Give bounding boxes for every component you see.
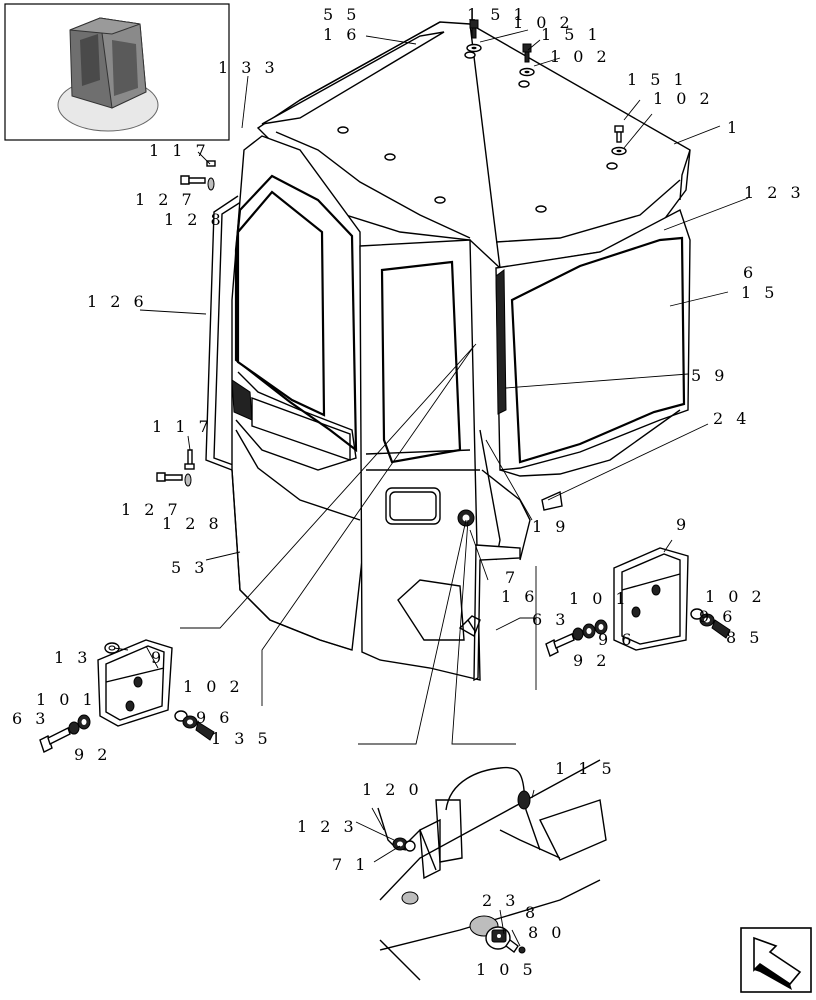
callout-label-c85: 8 5 [726,628,763,647]
callout-label-c127a: 1 2 7 [135,190,196,209]
callout-label-c96c: 9 6 [196,708,233,727]
callout-label-c1: 1 [727,118,741,137]
callout-label-c8: 8 [525,903,539,922]
bracket-left [39,639,215,753]
callout-label-c13: 1 3 [54,648,91,667]
callout-label-c128b: 1 2 8 [162,514,223,533]
bolt-group-upper [180,160,216,191]
callout-label-c9a: 9 [676,515,690,534]
callout-label-c102a: 1 0 2 [513,13,574,32]
callout-label-c151b: 1 5 1 [541,25,602,44]
callout-label-c123a: 1 2 3 [744,183,805,202]
callout-label-c133: 1 3 3 [218,58,279,77]
roof-bolt-heads [337,51,618,213]
callout-label-c6: 6 [743,263,757,282]
return-arrow-icon[interactable] [740,927,812,993]
callout-label-c23: 2 3 [482,891,519,910]
callout-label-c117b: 1 1 7 [152,417,213,436]
callout-label-c16b: 1 6 [501,587,538,606]
callout-label-c128a: 1 2 8 [164,210,225,229]
callout-label-c19: 1 9 [532,517,569,536]
callout-label-c102e: 1 0 2 [183,677,244,696]
callout-label-c53: 5 3 [171,558,208,577]
callout-label-c102b: 1 0 2 [550,47,611,66]
callout-label-c15: 1 5 [741,283,778,302]
roof-bolts [466,19,627,156]
callout-label-c55: 5 5 [323,5,360,24]
callout-label-c126: 1 2 6 [87,292,148,311]
callout-label-c102c: 1 0 2 [653,89,714,108]
callout-label-c151a: 1 5 1 [467,5,528,24]
callout-label-c123b: 1 2 3 [297,817,358,836]
callout-label-c101a: 1 0 1 [569,589,630,608]
pointer-lines [180,343,537,745]
callout-label-c96b: 9 6 [598,630,635,649]
callout-label-c71: 7 1 [332,855,369,874]
callout-label-c7: 7 [505,568,519,587]
callout-label-c105: 1 0 5 [476,960,537,979]
callout-label-c92a: 9 2 [573,651,610,670]
callout-label-c92b: 9 2 [74,745,111,764]
callout-label-c151c: 1 5 1 [627,70,688,89]
callout-label-c16a: 1 6 [323,25,360,44]
bracket-right [545,547,731,657]
callout-label-c59: 5 9 [691,366,728,385]
callout-label-c117a: 1 1 7 [149,141,210,160]
callout-label-c101b: 1 0 1 [36,690,97,709]
cab-body [205,21,691,682]
harness-detail [377,759,607,981]
callout-label-c120: 1 2 0 [362,780,423,799]
callout-label-c24: 2 4 [713,409,750,428]
callout-label-c127b: 1 2 7 [121,500,182,519]
callout-label-c63b: 6 3 [12,709,49,728]
callout-label-c9b: 9 [151,648,165,667]
leader-lines [113,29,749,947]
callout-label-c96a: 9 6 [699,607,736,626]
callout-label-c135: 1 3 5 [211,729,272,748]
cab-thumbnail [4,3,230,141]
callout-label-c115: 1 1 5 [555,759,616,778]
callout-label-c80: 8 0 [528,923,565,942]
callout-label-c102d: 1 0 2 [705,587,766,606]
callout-labels: 5 51 61 5 11 0 21 5 11 0 21 3 31 5 11 0 … [12,5,805,979]
bolt-group-lower [156,449,195,487]
callout-label-c63a: 6 3 [532,610,569,629]
